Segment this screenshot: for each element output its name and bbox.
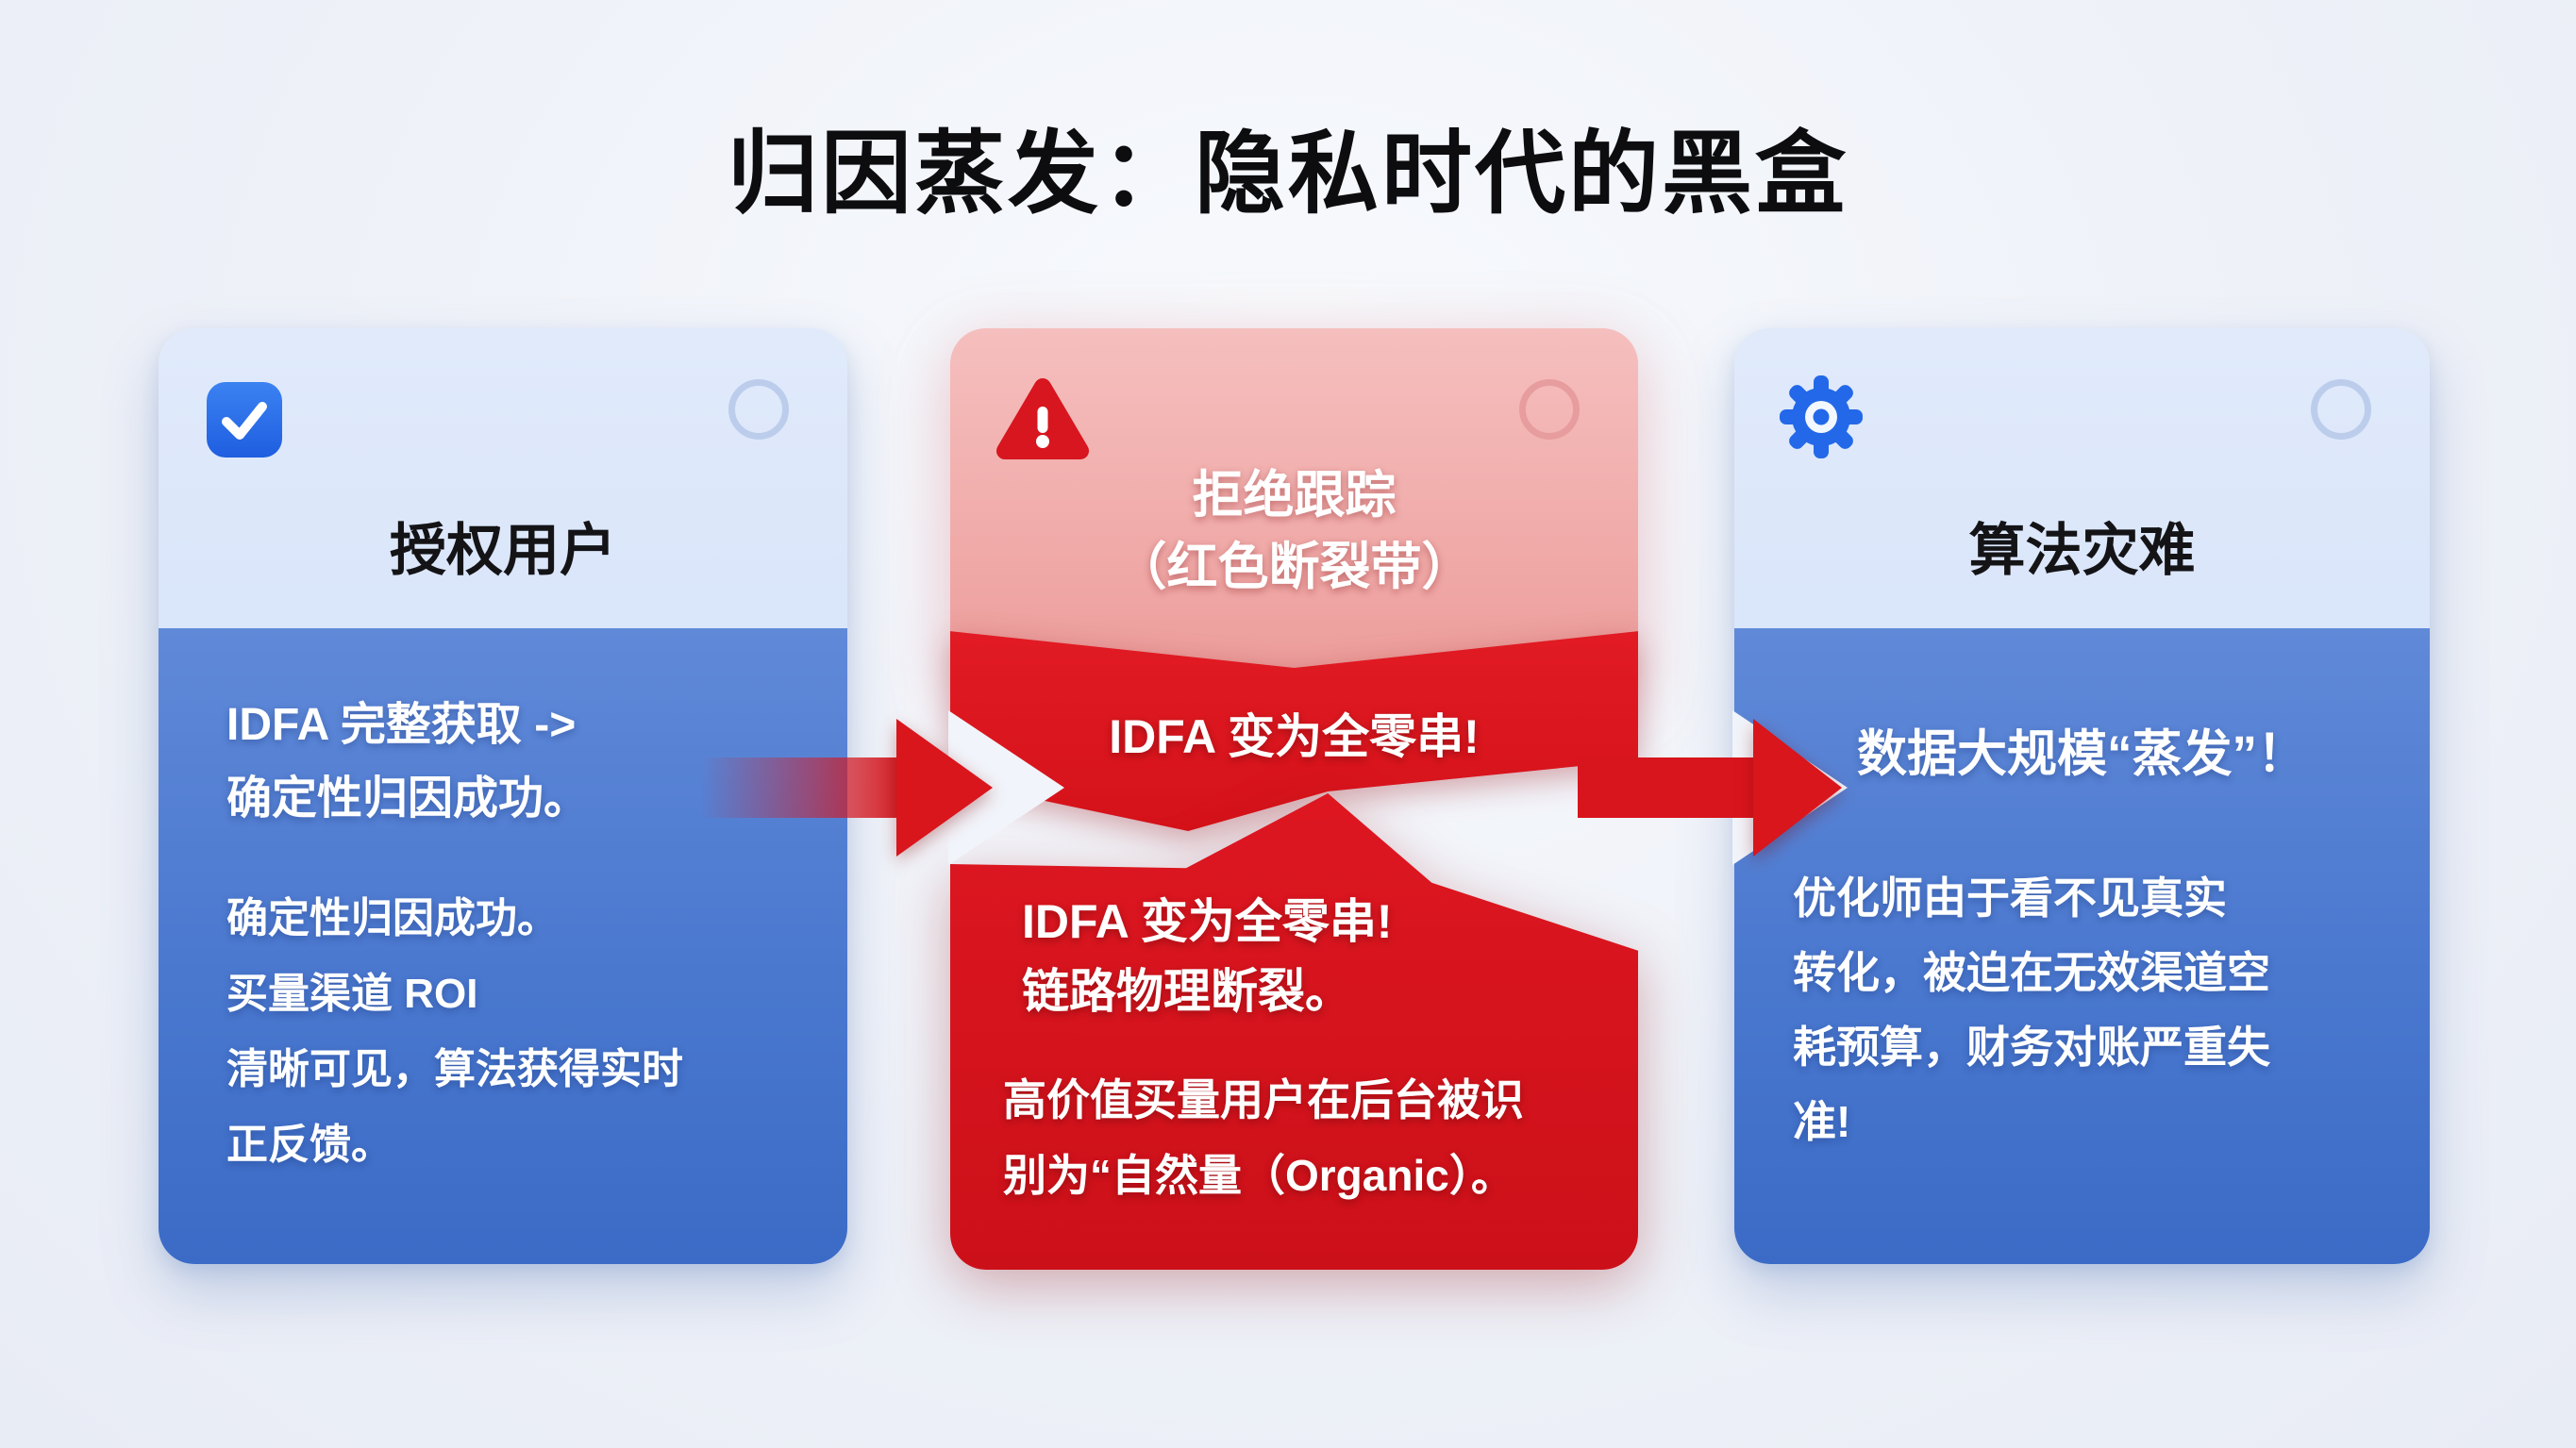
card-disaster-body: 数据大规模“蒸发”！ 优化师由于看不见真实 转化，被迫在无效渠道空 耗预算，财务… — [1734, 628, 2430, 1264]
disaster-lead-text: 数据大规模“蒸发”！ — [1857, 726, 2307, 782]
card-authorized-header: 授权用户 — [159, 328, 847, 628]
warning-icon — [994, 375, 1092, 471]
authorized-body-text: 确定性归因成功。 买量渠道 ROI 清晰可见，算法获得实时 正反馈。 — [226, 894, 683, 1168]
card-blocked-tracking: 拒绝跟踪 （红色断裂带） IDFA 变为全零串! IDFA 变为全零串! 链路物… — [950, 328, 1638, 1270]
card-authorized-title: 授权用户 — [390, 519, 616, 582]
card-blocked-header: 拒绝跟踪 （红色断裂带） — [950, 328, 1638, 687]
radio-circle-icon — [728, 379, 789, 440]
checkbox-icon — [206, 381, 283, 463]
radio-circle-icon — [2311, 379, 2371, 440]
gear-icon — [1778, 374, 1865, 465]
blocked-band-text: IDFA 变为全零串! — [1109, 710, 1480, 763]
authorized-lead-text: IDFA 完整获取 -> 确定性归因成功。 — [226, 700, 590, 824]
card-disaster-title: 算法灾难 — [1968, 519, 2196, 582]
card-algorithm-disaster: 算法灾难 数据大规模“蒸发”！ 优化师由于看不见真实 转化，被迫在无效渠道空 耗… — [1734, 328, 2430, 1264]
radio-circle-icon — [1519, 379, 1580, 440]
blocked-lead-text: IDFA 变为全零串! 链路物理断裂。 — [1022, 895, 1393, 1018]
card-blocked-title: 拒绝跟踪 （红色断裂带） — [1115, 467, 1473, 595]
disaster-body-text: 优化师由于看不见真实 转化，被迫在无效渠道空 耗预算，财务对账严重失 准! — [1793, 873, 2270, 1147]
blocked-body-text: 高价值买量用户在后台被识 别为“自然量（Organic）。 — [1003, 1075, 1524, 1201]
card-authorized-users: 授权用户 IDFA 完整获取 -> 确定性归因成功。 确定性归因成功。 买量渠道… — [159, 328, 847, 1264]
blocked-lower-section: IDFA 变为全零串! 链路物理断裂。 高价值买量用户在后台被识 别为“自然量（… — [950, 792, 1638, 1270]
card-disaster-header: 算法灾难 — [1734, 328, 2430, 628]
card-authorized-body: IDFA 完整获取 -> 确定性归因成功。 确定性归因成功。 买量渠道 ROI … — [159, 628, 847, 1264]
page-title: 归因蒸发：隐私时代的黑盒 — [728, 124, 1848, 225]
